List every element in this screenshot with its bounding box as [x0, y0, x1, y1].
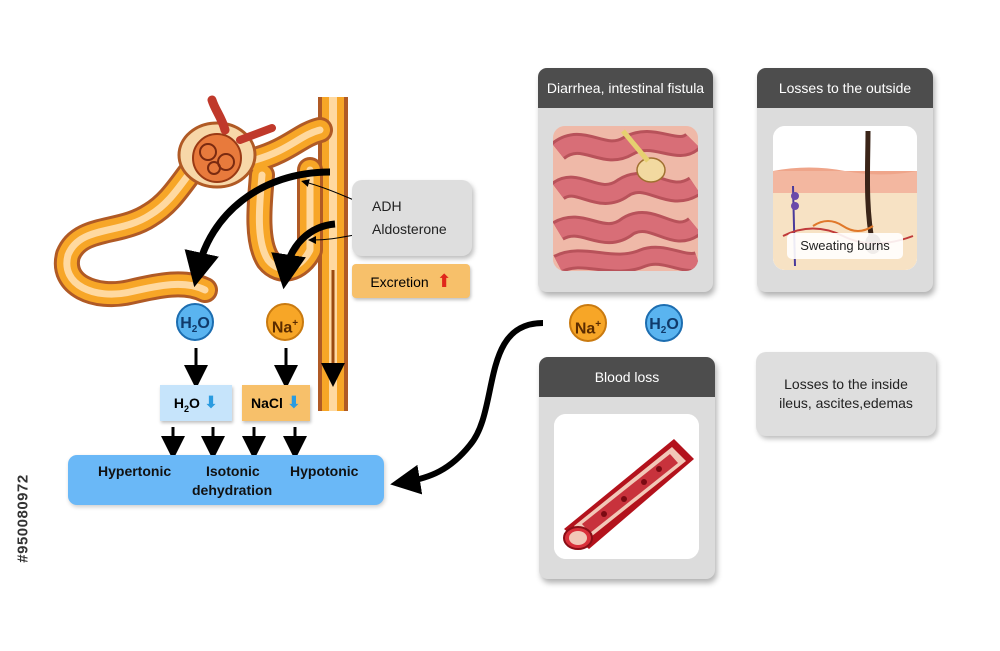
collecting-duct — [318, 97, 348, 411]
down-arrow-icon: ⬇ — [203, 393, 219, 412]
dehydration-bar: Hypertonic Isotonic dehydration Hypotoni… — [68, 455, 384, 505]
card-blood-title: Blood loss — [539, 357, 715, 397]
sweating-burns-label: Sweating burns — [787, 233, 903, 259]
glomerulus — [177, 95, 276, 189]
na-ion-kidney: Na+ — [266, 303, 304, 341]
card-outside-title: Losses to the outside — [757, 68, 933, 108]
losses-inside-line1: Losses to the inside — [784, 376, 908, 392]
hypertonic-label: Hypertonic — [98, 463, 172, 479]
h2o-ion-kidney: H2O — [176, 303, 214, 341]
h2o-decrease-box: H2O ⬇ — [160, 385, 232, 421]
isotonic-label: Isotonic — [206, 463, 260, 479]
card-blood-loss: Blood loss — [539, 357, 715, 579]
aldosterone-label: Aldosterone — [372, 221, 447, 237]
h2o-reabsorption-arrow — [184, 168, 331, 288]
na-reabsorption-arrow — [271, 220, 336, 290]
card-outside: Losses to the outside Sweating burns — [757, 68, 933, 292]
excretion-box: Excretion ⬆ — [352, 264, 470, 298]
na-ion-losses: Na+ — [569, 304, 607, 342]
h2o-ion-losses: H2O — [645, 304, 683, 342]
up-arrow-icon: ⬆ — [436, 271, 452, 291]
adh-label: ADH — [372, 198, 402, 214]
losses-inside-box: Losses to the inside ileus, ascites,edem… — [756, 352, 936, 436]
card-diarrhea-title: Diarrhea, intestinal fistula — [538, 68, 713, 108]
losses-to-dehydration-arrow — [390, 320, 544, 495]
card-diarrhea: Diarrhea, intestinal fistula — [538, 68, 713, 292]
dehydration-label: dehydration — [192, 482, 273, 498]
losses-inside-line2: ileus, ascites,edemas — [779, 395, 913, 411]
blood-vessel-illustration — [554, 414, 699, 559]
down-arrow-icon: ⬇ — [286, 393, 302, 412]
hormone-box: ADH Aldosterone — [352, 180, 472, 256]
intestine-illustration — [553, 126, 698, 271]
nacl-decrease-box: NaCl ⬇ — [242, 385, 310, 421]
hypotonic-label: Hypotonic — [290, 463, 359, 479]
excretion-label: Excretion — [370, 274, 429, 290]
nephron-tubule — [53, 117, 333, 308]
